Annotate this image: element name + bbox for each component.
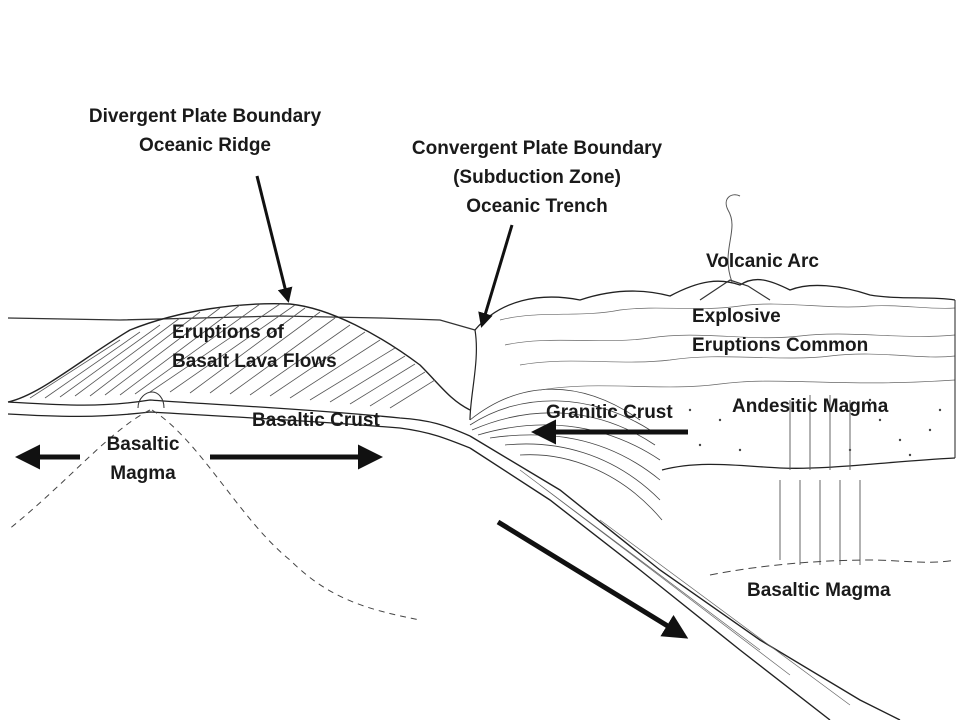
volcanic-arc-label: Volcanic Arc [706, 251, 819, 272]
volcano-cone [699, 279, 771, 301]
subducting-slab-bottom [469, 447, 831, 720]
subduction-arrow [496, 519, 689, 639]
divergent-title: Divergent Plate Boundary [88, 106, 322, 127]
pointer-arrow-divergent [255, 175, 293, 303]
basaltic-magma-left-line-2: Magma [110, 463, 176, 484]
basaltic-crust-top [7, 399, 471, 437]
eruptions-line-2: Basalt Lava Flows [172, 351, 337, 372]
divergent-subtitle: Oceanic Ridge [139, 135, 271, 156]
basaltic-magma-pool [709, 559, 956, 576]
explosive-line-1: Explosive [692, 306, 781, 327]
eruptions-line-1: Eruptions of [172, 322, 284, 343]
slab-streaks [519, 469, 851, 706]
volcano-plume [725, 194, 741, 283]
explosive-eruptions-label: Explosive Eruptions Common [692, 302, 868, 360]
convergent-subtitle-1: (Subduction Zone) [453, 167, 621, 188]
accretionary-wedge [469, 388, 663, 521]
mountain-texture [499, 303, 956, 391]
basaltic-magma-right-label: Basaltic Magma [747, 580, 891, 601]
magma-rise-right [151, 409, 421, 621]
granitic-crust-label: Granitic Crust [546, 402, 673, 423]
oceanic-ridge [7, 303, 471, 411]
subducting-slab-top [469, 435, 901, 720]
convergent-boundary-label: Convergent Plate Boundary (Subduction Zo… [412, 134, 662, 221]
basalt-lava-flows-label: Eruptions of Basalt Lava Flows [172, 318, 337, 376]
granitic-dots [688, 398, 942, 457]
basaltic-magma-left-label: Basaltic Magma [107, 430, 180, 488]
granitic-crust-base [661, 457, 956, 471]
basaltic-crust-bottom [7, 411, 471, 449]
pointer-arrow-convergent [478, 224, 514, 328]
ridge-magma-chamber [137, 391, 165, 409]
ocean-surface [7, 315, 476, 331]
andesitic-magma-label: Andesitic Magma [732, 396, 889, 417]
explosive-line-2: Eruptions Common [692, 335, 869, 356]
basaltic-magma-left-line-1: Basaltic [106, 434, 180, 455]
trench-wall [469, 329, 477, 421]
convergent-subtitle-2: Oceanic Trench [466, 196, 608, 217]
magma-rise-left [7, 409, 151, 531]
basaltic-crust-label: Basaltic Crust [252, 410, 380, 431]
convergent-title: Convergent Plate Boundary [411, 138, 663, 159]
magma-column [779, 395, 861, 565]
continent-surface [474, 278, 956, 331]
ridge-lava-hatching [29, 303, 436, 409]
divergent-boundary-label: Divergent Plate Boundary Oceanic Ridge [89, 102, 321, 160]
